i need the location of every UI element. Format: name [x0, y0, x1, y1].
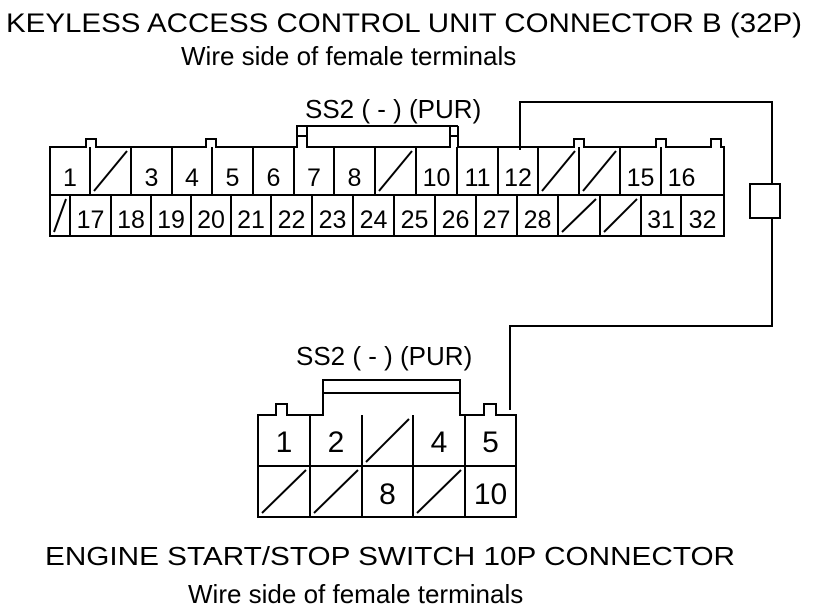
connector-b-terminal-27: 27	[483, 206, 511, 234]
connector-b-terminal-24: 24	[360, 206, 388, 234]
connector-b-terminal-15: 15	[627, 164, 655, 192]
switch-empty-cavity-slash	[416, 469, 462, 514]
connector-b-terminal-11: 11	[465, 164, 491, 192]
connector-b-terminal-32: 32	[689, 206, 717, 234]
connector-b-empty-cavity-slash	[582, 150, 617, 192]
connector-b-terminal-8: 8	[348, 164, 362, 192]
connector-b-row2: 17 18 19 20 21 22 23 24 25 26 27 28 31 32	[53, 195, 717, 236]
connector-b-empty-cavity-slash	[603, 198, 638, 233]
connector-b-terminal-12: 12	[504, 164, 532, 192]
connector-b-terminal-7: 7	[307, 164, 321, 192]
connector-b-terminal-10: 10	[423, 164, 451, 192]
connector-b-empty-cavity-slash	[561, 198, 597, 233]
switch-wire-label: SS2 ( - ) (PUR)	[296, 341, 472, 371]
connector-b-terminal-20: 20	[197, 206, 225, 234]
connector-b-latch	[296, 125, 459, 136]
wire-upper-segment	[519, 101, 773, 184]
switch-terminal-1: 1	[276, 426, 293, 459]
connector-b-terminal-4: 4	[185, 164, 199, 192]
connector-b-title: KEYLESS ACCESS CONTROL UNIT CONNECTOR B …	[6, 8, 802, 38]
connector-b-terminal-23: 23	[319, 206, 347, 234]
switch-terminal-4: 4	[431, 426, 448, 459]
connector-b-terminal-19: 19	[157, 206, 185, 234]
connector-b-terminal-1: 1	[63, 164, 77, 192]
connector-b-terminal-28: 28	[524, 206, 552, 234]
switch-terminal-2: 2	[328, 426, 345, 459]
switch-terminal-8: 8	[379, 478, 396, 511]
wire-lower-segment	[509, 218, 773, 410]
switch-connector-subtitle: Wire side of female terminals	[188, 579, 523, 609]
connector-b-terminal-21: 21	[237, 206, 265, 234]
connector-b-terminal-16: 16	[668, 164, 696, 192]
switch-empty-cavity-slash	[365, 418, 410, 463]
connector-b-terminal-31: 31	[647, 206, 675, 234]
connector-b-empty-cavity-slash	[53, 198, 67, 233]
switch-connector-title: ENGINE START/STOP SWITCH 10P CONNECTOR	[45, 541, 735, 571]
connector-b-terminal-17: 17	[77, 206, 105, 234]
connector-b-terminal-3: 3	[145, 164, 159, 192]
wire-junction-connector	[749, 183, 781, 219]
connector-b-subtitle: Wire side of female terminals	[181, 41, 516, 71]
connector-b-terminal-18: 18	[117, 206, 145, 234]
connector-b-terminal-6: 6	[267, 164, 281, 192]
switch-connector	[257, 379, 517, 518]
connector-b-wire-label: SS2 ( - ) (PUR)	[305, 94, 481, 124]
switch-empty-cavity-slash	[313, 469, 359, 514]
switch-connector-row2: 8 10	[261, 466, 507, 517]
connector-b-empty-cavity-slash	[93, 150, 128, 192]
ss2-wire	[509, 101, 781, 410]
switch-connector-row1: 1 2 4 5	[276, 415, 499, 466]
connector-b-terminal-5: 5	[226, 164, 240, 192]
switch-terminal-5: 5	[482, 426, 499, 459]
connector-b-empty-cavity-slash	[378, 150, 413, 192]
connector-b-terminal-22: 22	[278, 206, 306, 234]
connector-b-terminal-25: 25	[401, 206, 429, 234]
switch-terminal-10: 10	[474, 478, 507, 511]
connector-b-terminal-26: 26	[442, 206, 470, 234]
switch-empty-cavity-slash	[261, 469, 307, 514]
switch-connector-outline	[257, 379, 517, 518]
connector-b-empty-cavity-slash	[541, 150, 576, 192]
